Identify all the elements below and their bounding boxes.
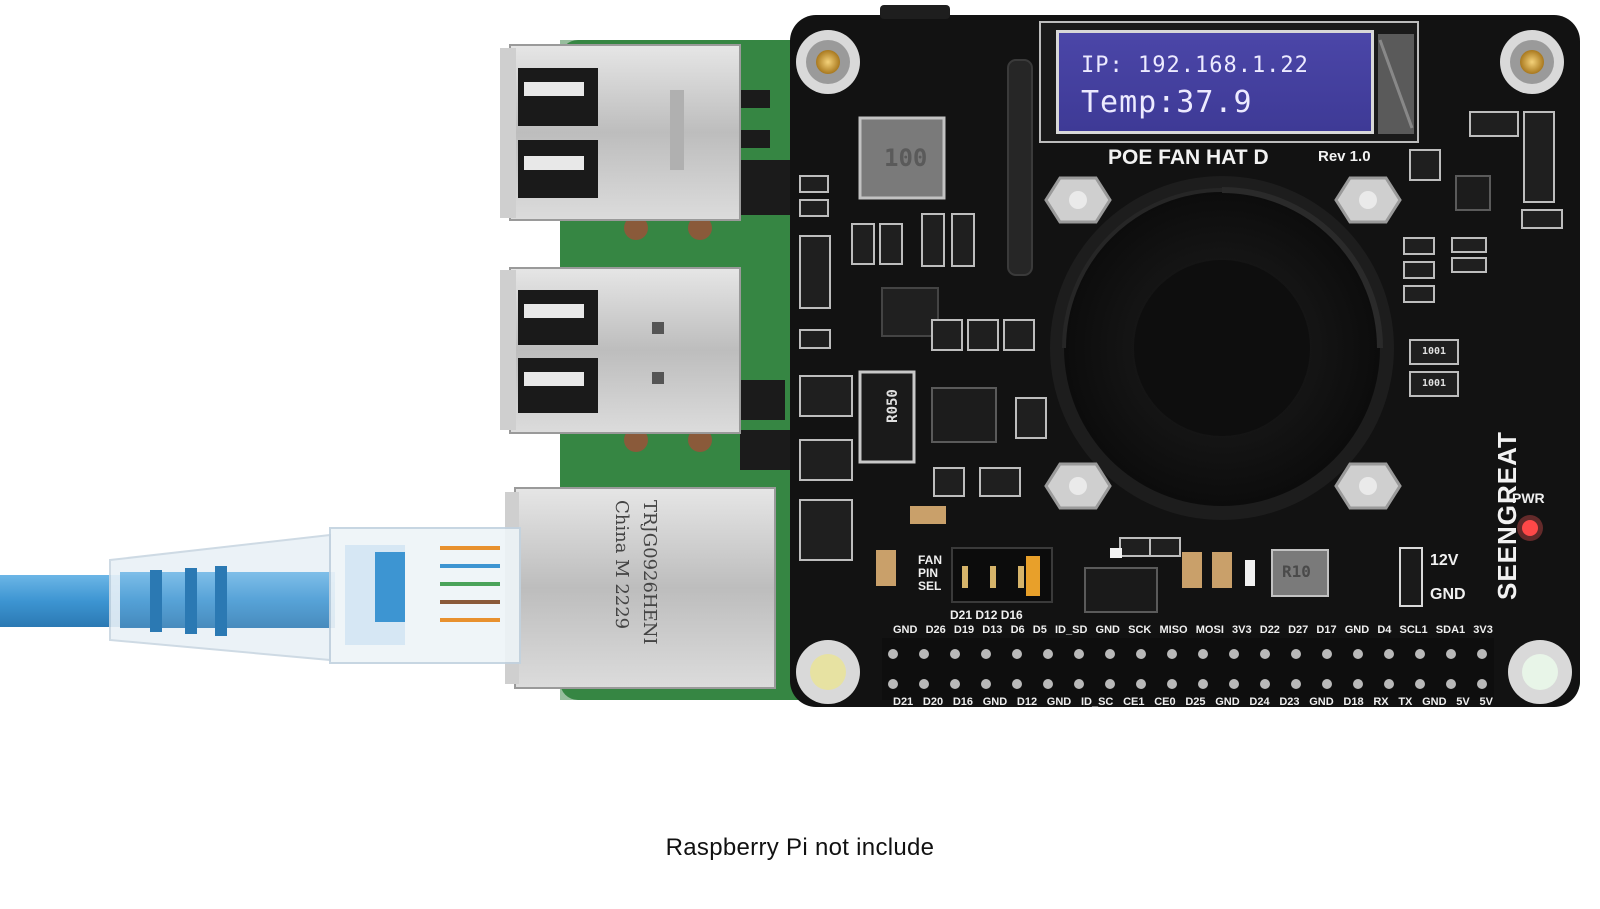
gpio-header [882, 638, 1494, 700]
gpio-label: D6 [1010, 624, 1025, 636]
resistor-marking-b: 1001 [1422, 378, 1447, 389]
gpio-label: D4 [1377, 624, 1392, 636]
gpio-label: D25 [1185, 696, 1206, 708]
board-title: POE FAN HAT D [1108, 146, 1269, 169]
mounting-hole-top-left [796, 30, 860, 94]
gpio-label: D27 [1288, 624, 1309, 636]
gpio-bottom-labels: D21 D20 D16 GND D12 GND ID_SC CE1 CE0 D2… [893, 696, 1493, 708]
sense-resistor-marking: R050 [884, 389, 901, 423]
jumper-pins-label: D21 D12 D16 [950, 608, 1023, 622]
oled-temp-line: Temp:37.9 [1081, 85, 1253, 120]
gpio-label: GND [982, 696, 1008, 708]
gpio-label: 5V [1479, 696, 1493, 708]
gpio-label: GND [1215, 696, 1240, 708]
jack-marking-2: China M 2229 [611, 500, 632, 630]
pcb-components [799, 111, 1563, 613]
oled-ip-line: IP: 192.168.1.22 [1081, 53, 1309, 78]
gpio-label: GND [1422, 696, 1447, 708]
power-led [1522, 520, 1538, 536]
fan-pin-sel-line: FAN [918, 553, 942, 567]
gpio-label: D26 [925, 624, 946, 636]
pwr-label: PWR [1512, 490, 1545, 506]
gpio-label: D12 [1016, 696, 1038, 708]
resistor-marking-a: 1001 [1422, 346, 1447, 357]
oled-screen: IP: 192.168.1.22 Temp:37.9 [1056, 30, 1374, 134]
voltage-label: 12V [1430, 552, 1459, 569]
gpio-label: D24 [1249, 696, 1270, 708]
gpio-label: 3V3 [1232, 624, 1252, 636]
power-terminal [1399, 547, 1423, 607]
gpio-label: 3V3 [1473, 624, 1493, 636]
gpio-label: MOSI [1195, 624, 1224, 636]
ethernet-cable [0, 527, 521, 664]
fan-pin-sel-line: SEL [918, 579, 942, 593]
gpio-label: SCL1 [1399, 624, 1428, 636]
gpio-label: SDA1 [1435, 624, 1466, 636]
gpio-label: D20 [922, 696, 944, 708]
gpio-label: 5V [1456, 696, 1470, 708]
gpio-label: GND [1344, 624, 1370, 636]
gpio-label: ID_SC [1080, 696, 1114, 708]
gpio-label: GND [1309, 696, 1334, 708]
image-caption: Raspberry Pi not include [665, 834, 935, 861]
gpio-label: D17 [1316, 624, 1337, 636]
board-connector [1007, 59, 1033, 276]
gpio-label: D21 [893, 696, 914, 708]
gpio-label: D16 [952, 696, 973, 708]
gpio-label: D18 [1343, 696, 1364, 708]
gpio-label: CE0 [1154, 696, 1176, 708]
gpio-label: GND [1095, 624, 1120, 636]
small-inductor-marking: R10 [1282, 562, 1311, 581]
gpio-label: ID_SD [1054, 624, 1088, 636]
gpio-label: D19 [953, 624, 975, 636]
inductor-marking: 100 [884, 144, 928, 172]
gpio-top-labels: GND D26 D19 D13 D6 D5 ID_SD GND SCK MISO… [893, 624, 1493, 636]
gpio-label: SCK [1128, 624, 1152, 636]
gpio-label: D13 [982, 624, 1003, 636]
fan-pin-jumper [951, 547, 1053, 603]
fan-pin-sel-line: PIN [918, 566, 939, 580]
brand-logo-text: SEENGREAT [1492, 431, 1522, 600]
mounting-hole-bottom-right [1508, 640, 1572, 704]
ground-label: GND [1430, 586, 1466, 603]
gpio-label: D5 [1032, 624, 1047, 636]
cooling-fan [1050, 176, 1394, 520]
usb-port-lower [500, 267, 741, 434]
jack-marking-1: TRJG0926HENI [639, 500, 660, 645]
gpio-label: D23 [1279, 696, 1300, 708]
mounting-hole-top-right [1500, 30, 1564, 94]
mounting-hole-bottom-left [796, 640, 860, 704]
usb-port-upper [500, 44, 741, 221]
gpio-label: GND [1046, 696, 1072, 708]
fan-pin-sel-label: FAN PIN SEL [918, 554, 942, 593]
board-revision: Rev 1.0 [1318, 148, 1371, 165]
gpio-label: MISO [1159, 624, 1188, 636]
gpio-label: TX [1398, 696, 1413, 708]
gpio-label: RX [1373, 696, 1389, 708]
gpio-label: CE1 [1123, 696, 1145, 708]
gpio-label: D22 [1259, 624, 1280, 636]
gpio-label: GND [893, 624, 918, 636]
